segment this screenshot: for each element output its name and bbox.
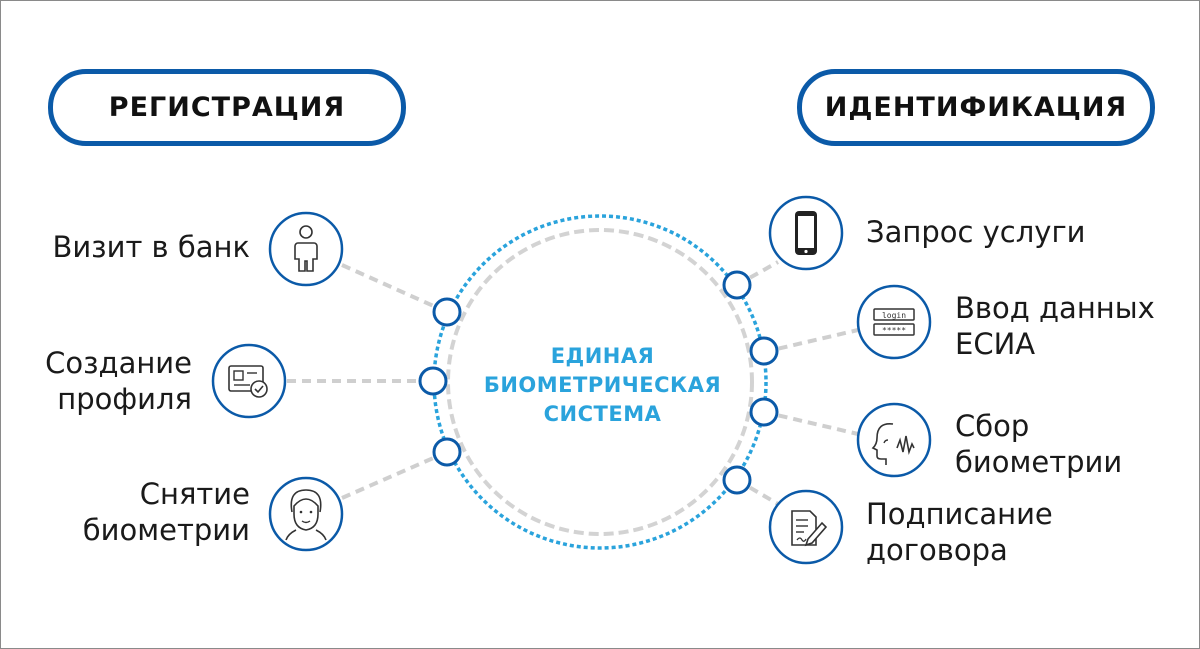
- id-card-check-icon: [211, 343, 287, 419]
- center-title-line-3: СИСТЕМА: [543, 402, 662, 426]
- center-title-line-2: БИОМЕТРИЧЕСКАЯ: [483, 373, 722, 397]
- label-bank-visit: Визит в банк: [52, 230, 250, 264]
- registration-header-text: РЕГИСТРАЦИЯ: [108, 92, 346, 123]
- node-left-1: [432, 297, 462, 327]
- voice-profile-icon: [856, 402, 932, 478]
- node-left-3: [432, 437, 462, 467]
- identification-header: ИДЕНТИФИКАЦИЯ: [797, 69, 1155, 146]
- node-right-3: [749, 397, 779, 427]
- label-contract-signing: Подписание договора: [866, 497, 1053, 567]
- node-right-4: [722, 465, 752, 495]
- face-icon: [268, 476, 344, 552]
- label-esia-data-entry: Ввод данных ЕСИА: [955, 291, 1155, 361]
- login-form-login-text: login: [882, 311, 906, 320]
- connector-biometry-collect: [763, 410, 859, 436]
- node-right-2: [749, 336, 779, 366]
- connector-biometry-capture: [341, 450, 448, 500]
- inner-gray-ring: [446, 228, 754, 536]
- node-left-2: [418, 366, 448, 396]
- connector-visit: [341, 263, 448, 314]
- smartphone-icon: [768, 195, 844, 271]
- document-sign-icon: [768, 489, 844, 565]
- label-profile-creation: Создание профиля: [45, 346, 192, 416]
- identification-header-text: ИДЕНТИФИКАЦИЯ: [824, 92, 1128, 123]
- unified-biometric-system-title: ЕДИНАЯ БИОМЕТРИЧЕСКАЯ СИСТЕМА: [470, 342, 735, 429]
- center-title-line-1: ЕДИНАЯ: [550, 344, 655, 368]
- login-form-password-text: *****: [882, 326, 906, 335]
- label-service-request: Запрос услуги: [866, 215, 1086, 249]
- person-icon: [268, 211, 344, 287]
- registration-header: РЕГИСТРАЦИЯ: [48, 69, 406, 146]
- login-form-icon: login *****: [856, 284, 932, 360]
- label-biometry-capture: Снятие биометрии: [82, 477, 250, 547]
- label-biometry-collection: Сбор биометрии: [955, 409, 1123, 479]
- node-right-1: [722, 270, 752, 300]
- connector-esia: [763, 328, 859, 354]
